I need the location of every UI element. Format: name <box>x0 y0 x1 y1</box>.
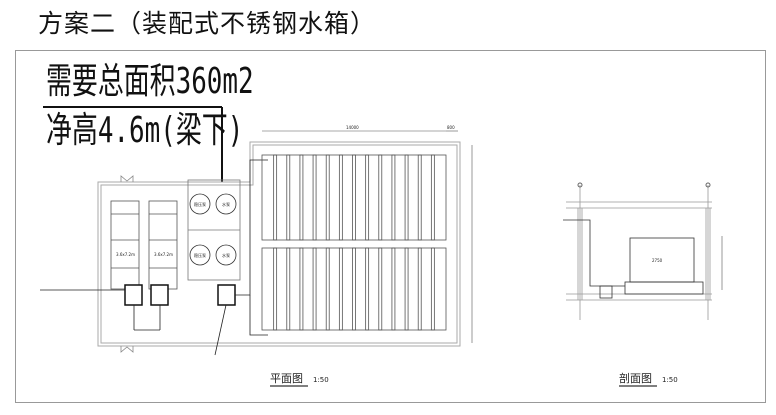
tank-column <box>378 154 383 241</box>
small-tanks <box>110 200 178 290</box>
plan-caption: 平面图 <box>270 372 303 385</box>
tank-column <box>404 247 409 331</box>
tank-column <box>365 154 370 241</box>
tank-column <box>404 154 409 241</box>
tank-column <box>352 247 356 331</box>
tank-column <box>325 154 330 241</box>
axis-marker <box>577 182 583 188</box>
tank-column <box>378 247 383 331</box>
tank-spec: 3.6x7.2m <box>116 252 135 257</box>
equipment-label: 稳压泵 <box>194 252 206 258</box>
drawing-frame <box>15 50 766 403</box>
tank-column <box>325 247 330 331</box>
tank-spec: 3.6x7.2m <box>154 252 173 257</box>
dim-tank-height: 2750 <box>652 258 663 263</box>
equipment-circles <box>189 193 237 266</box>
tank-column <box>312 247 317 331</box>
clear-height-note: 净高4.6m(梁下) <box>46 110 244 151</box>
pump-room <box>187 179 241 281</box>
tank-column <box>391 247 396 331</box>
plan-scale: 1:50 <box>313 376 329 384</box>
dim-width-margin: 800 <box>447 125 455 130</box>
plan-walls <box>97 141 461 347</box>
tank-column <box>430 247 435 331</box>
tank-column <box>338 154 343 241</box>
door-icon <box>120 175 134 353</box>
plan-dimension-lines <box>262 130 473 343</box>
tank-column <box>286 154 291 241</box>
equipment-label: 稳压泵 <box>194 201 206 207</box>
tank-column <box>338 247 343 331</box>
tank-column <box>391 154 396 241</box>
piping <box>40 159 268 356</box>
section-scale: 1:50 <box>662 376 678 384</box>
tank-column <box>352 154 356 241</box>
tank-grid <box>261 154 447 331</box>
tank-column <box>273 154 278 241</box>
equipment-label: 水泵 <box>222 201 230 207</box>
tank-column <box>417 154 422 241</box>
tank-column <box>417 247 422 331</box>
dim-width-total: 14000 <box>346 125 359 130</box>
pump-skid-icon <box>124 284 236 306</box>
tank-column <box>312 154 317 241</box>
area-requirement-note: 需要总面积360m2 <box>46 61 254 102</box>
section-caption: 剖面图 <box>619 371 652 385</box>
axis-marker <box>705 182 711 188</box>
tank-column <box>273 247 278 331</box>
section-walls <box>566 185 712 320</box>
equipment-label: 水泵 <box>222 252 230 258</box>
tank-column <box>286 247 291 331</box>
section-tank <box>563 219 704 299</box>
tank-column <box>430 154 435 241</box>
tank-column <box>299 154 304 241</box>
tank-column <box>299 247 304 331</box>
slide-title: 方案二（装配式不锈钢水箱） <box>38 9 377 38</box>
tank-column <box>365 247 370 331</box>
